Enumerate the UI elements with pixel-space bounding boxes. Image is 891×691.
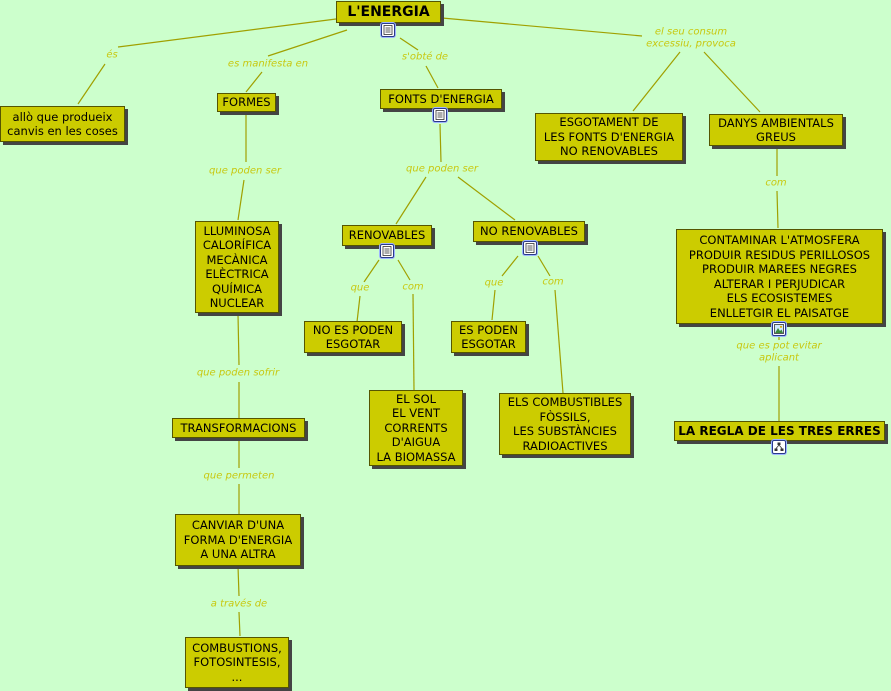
link-label-sofrir: que poden sofrir xyxy=(195,367,281,379)
node-regla[interactable]: LA REGLA DE LES TRES ERRES xyxy=(674,421,885,441)
link-label-manifesta: es manifesta en xyxy=(226,58,310,70)
link-label-quepodenser-formes: que poden ser xyxy=(208,165,282,177)
node-esgotament[interactable]: ESGOTAMENT DE LES FONTS D'ENERGIA NO REN… xyxy=(535,113,683,161)
node-elsol[interactable]: EL SOL EL VENT CORRENTS D'AIGUA LA BIOMA… xyxy=(369,390,463,466)
document-icon[interactable] xyxy=(433,108,447,122)
link-label-atraves: a través de xyxy=(209,598,269,610)
link-label-evitar: que es pot evitar aplicant xyxy=(735,340,823,364)
link-label-sobte: s'obté de xyxy=(400,51,450,63)
link-label-consum: el seu consum excessiu, provoca xyxy=(645,26,737,50)
image-icon[interactable] xyxy=(772,322,786,336)
node-combustibles[interactable]: ELS COMBUSTIBLES FÒSSILS, LES SUBSTÀNCIE… xyxy=(499,393,631,455)
document-icon[interactable] xyxy=(523,241,537,255)
node-energia[interactable]: L'ENERGIA xyxy=(336,1,441,23)
link-label-es: és xyxy=(105,49,119,61)
node-espoden[interactable]: ES PODEN ESGOTAR xyxy=(451,321,526,353)
node-renovables[interactable]: RENOVABLES xyxy=(342,225,432,246)
link-label-com-renovables: com xyxy=(401,281,425,293)
node-transformacions[interactable]: TRANSFORMACIONS xyxy=(172,418,305,438)
node-norenovables[interactable]: NO RENOVABLES xyxy=(473,221,585,242)
node-noespoden[interactable]: NO ES PODEN ESGOTAR xyxy=(304,321,402,353)
concept-map-icon[interactable] xyxy=(772,440,786,454)
document-icon[interactable] xyxy=(381,23,395,37)
link-label-que-norenovables: que xyxy=(483,277,505,289)
node-lluminosa[interactable]: LLUMINOSA CALORÍFICA MECÀNICA ELÈCTRICA … xyxy=(195,221,279,313)
link-label-com-norenovables: com xyxy=(541,276,565,288)
node-contaminar[interactable]: CONTAMINAR L'ATMOSFERA PRODUIR RESIDUS P… xyxy=(676,229,883,324)
node-allo[interactable]: allò que produeix canvis en les coses xyxy=(0,106,125,142)
node-danys[interactable]: DANYS AMBIENTALS GREUS xyxy=(709,114,843,146)
node-formes[interactable]: FORMES xyxy=(217,93,276,112)
link-label-permeten: que permeten xyxy=(202,470,276,482)
node-canviar[interactable]: CANVIAR D'UNA FORMA D'ENERGIA A UNA ALTR… xyxy=(175,514,301,566)
link-label-com-danys: com xyxy=(764,177,788,189)
node-combustions[interactable]: COMBUSTIONS, FOTOSINTESIS, ... xyxy=(185,637,289,688)
link-label-que-renovables: que xyxy=(349,282,371,294)
node-fonts[interactable]: FONTS D'ENERGIA xyxy=(380,89,502,109)
link-label-quepodenser-fonts: que poden ser xyxy=(405,163,479,175)
document-icon[interactable] xyxy=(380,244,394,258)
